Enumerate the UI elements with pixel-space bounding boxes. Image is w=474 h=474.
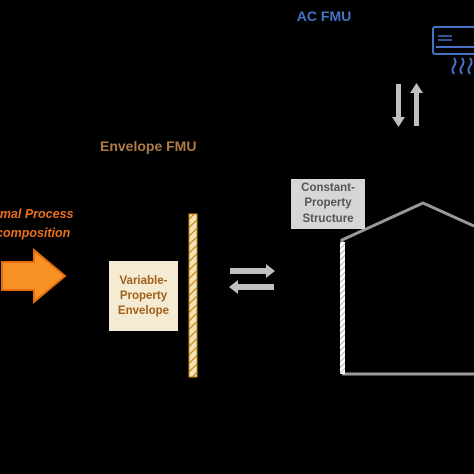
input-arrow bbox=[1, 247, 67, 305]
thermal-label-line1: ermal Process bbox=[0, 207, 74, 221]
constant-property-structure-box: Constant-Property Structure bbox=[291, 179, 365, 229]
ac-fmu-title: AC FMU bbox=[296, 8, 352, 24]
variable-property-envelope-box: Variable-Property Envelope bbox=[109, 261, 178, 331]
thermal-label-line2: composition bbox=[0, 226, 71, 240]
air-conditioner-icon bbox=[432, 26, 474, 75]
envelope-fmu-title: Envelope FMU bbox=[100, 138, 197, 154]
thermal-process-label: ermal Process composition bbox=[0, 205, 98, 243]
exchange-arrows-horizontal bbox=[229, 264, 275, 294]
house-structure bbox=[340, 201, 474, 376]
constant-property-structure-label: Constant-Property Structure bbox=[301, 181, 355, 225]
house-wall bbox=[340, 242, 345, 374]
envelope-wall bbox=[188, 213, 198, 378]
variable-property-envelope-label: Variable-Property Envelope bbox=[117, 274, 170, 317]
exchange-arrows-vertical bbox=[392, 83, 423, 127]
